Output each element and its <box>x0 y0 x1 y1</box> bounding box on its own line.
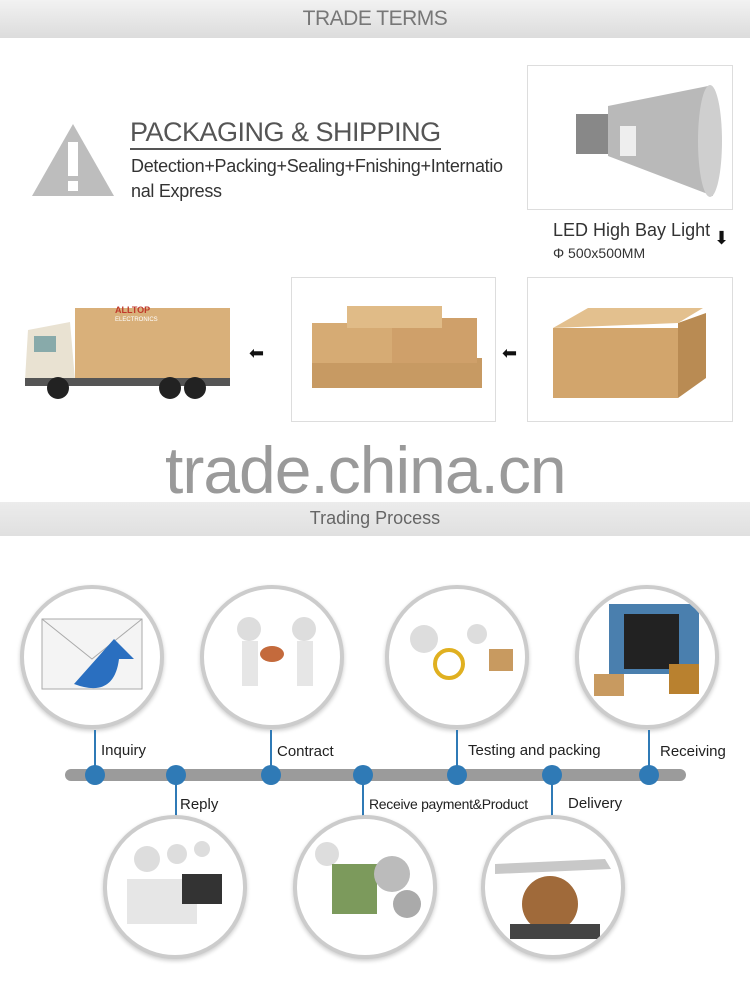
packaging-description: Detection+Packing+Sealing+Fnishing+Inter… <box>131 156 503 201</box>
truck-brand: ALLTOP <box>115 305 151 315</box>
reply-call-center-image <box>103 815 247 959</box>
step-label-payment: Receive payment&Product <box>369 796 528 812</box>
step-label-testing: Testing and packing <box>468 742 601 759</box>
arrow-left-icon: ⬅ <box>249 343 265 363</box>
inquiry-envelope-image <box>20 585 164 729</box>
connector-line <box>648 730 650 770</box>
timeline-dot-receiving <box>639 765 659 785</box>
led-high-bay-light-image <box>527 65 733 210</box>
contract-image <box>200 585 344 729</box>
timeline-dot-testing <box>447 765 467 785</box>
trading-process-title: Trading Process <box>0 502 750 536</box>
truck-image: ALLTOP ELECTRONICS <box>20 300 235 405</box>
step-label-inquiry: Inquiry <box>101 742 147 759</box>
step-label-contract: Contract <box>277 743 334 760</box>
arrow-left-icon: ⬅ <box>502 343 518 363</box>
packaging-title: PACKAGING & SHIPPING <box>130 116 441 150</box>
watermark: trade.china.cn <box>165 433 567 507</box>
timeline-dot-reply <box>166 765 186 785</box>
timeline-dot-delivery <box>542 765 562 785</box>
arrow-down-icon: ⬇ <box>714 228 730 248</box>
timeline-bar <box>65 769 686 781</box>
testing-packing-image <box>385 585 529 729</box>
carton-box-image <box>527 277 733 422</box>
step-label-receiving: Receiving <box>660 743 726 760</box>
timeline-dot-inquiry <box>85 765 105 785</box>
truck-brand-sub: ELECTRONICS <box>115 317 158 323</box>
connector-line <box>362 780 364 822</box>
payment-production-image <box>293 815 437 959</box>
step-label-delivery: Delivery <box>568 795 623 812</box>
connector-line <box>456 730 458 770</box>
product-size: Φ 500x500MM <box>553 245 646 261</box>
warning-icon <box>32 124 114 196</box>
receiving-container-image <box>575 585 719 729</box>
product-label: LED High Bay Light <box>553 220 711 240</box>
delivery-plane-ship-image <box>481 815 625 959</box>
connector-line <box>270 730 272 770</box>
connector-line <box>94 730 96 770</box>
pallet-image <box>291 277 496 422</box>
connector-line <box>551 780 553 822</box>
timeline-dot-contract <box>261 765 281 785</box>
timeline-dot-payment <box>353 765 373 785</box>
trade-terms-header: TRADE TERMS <box>0 0 750 38</box>
step-label-reply: Reply <box>180 796 219 813</box>
connector-line <box>175 780 177 822</box>
